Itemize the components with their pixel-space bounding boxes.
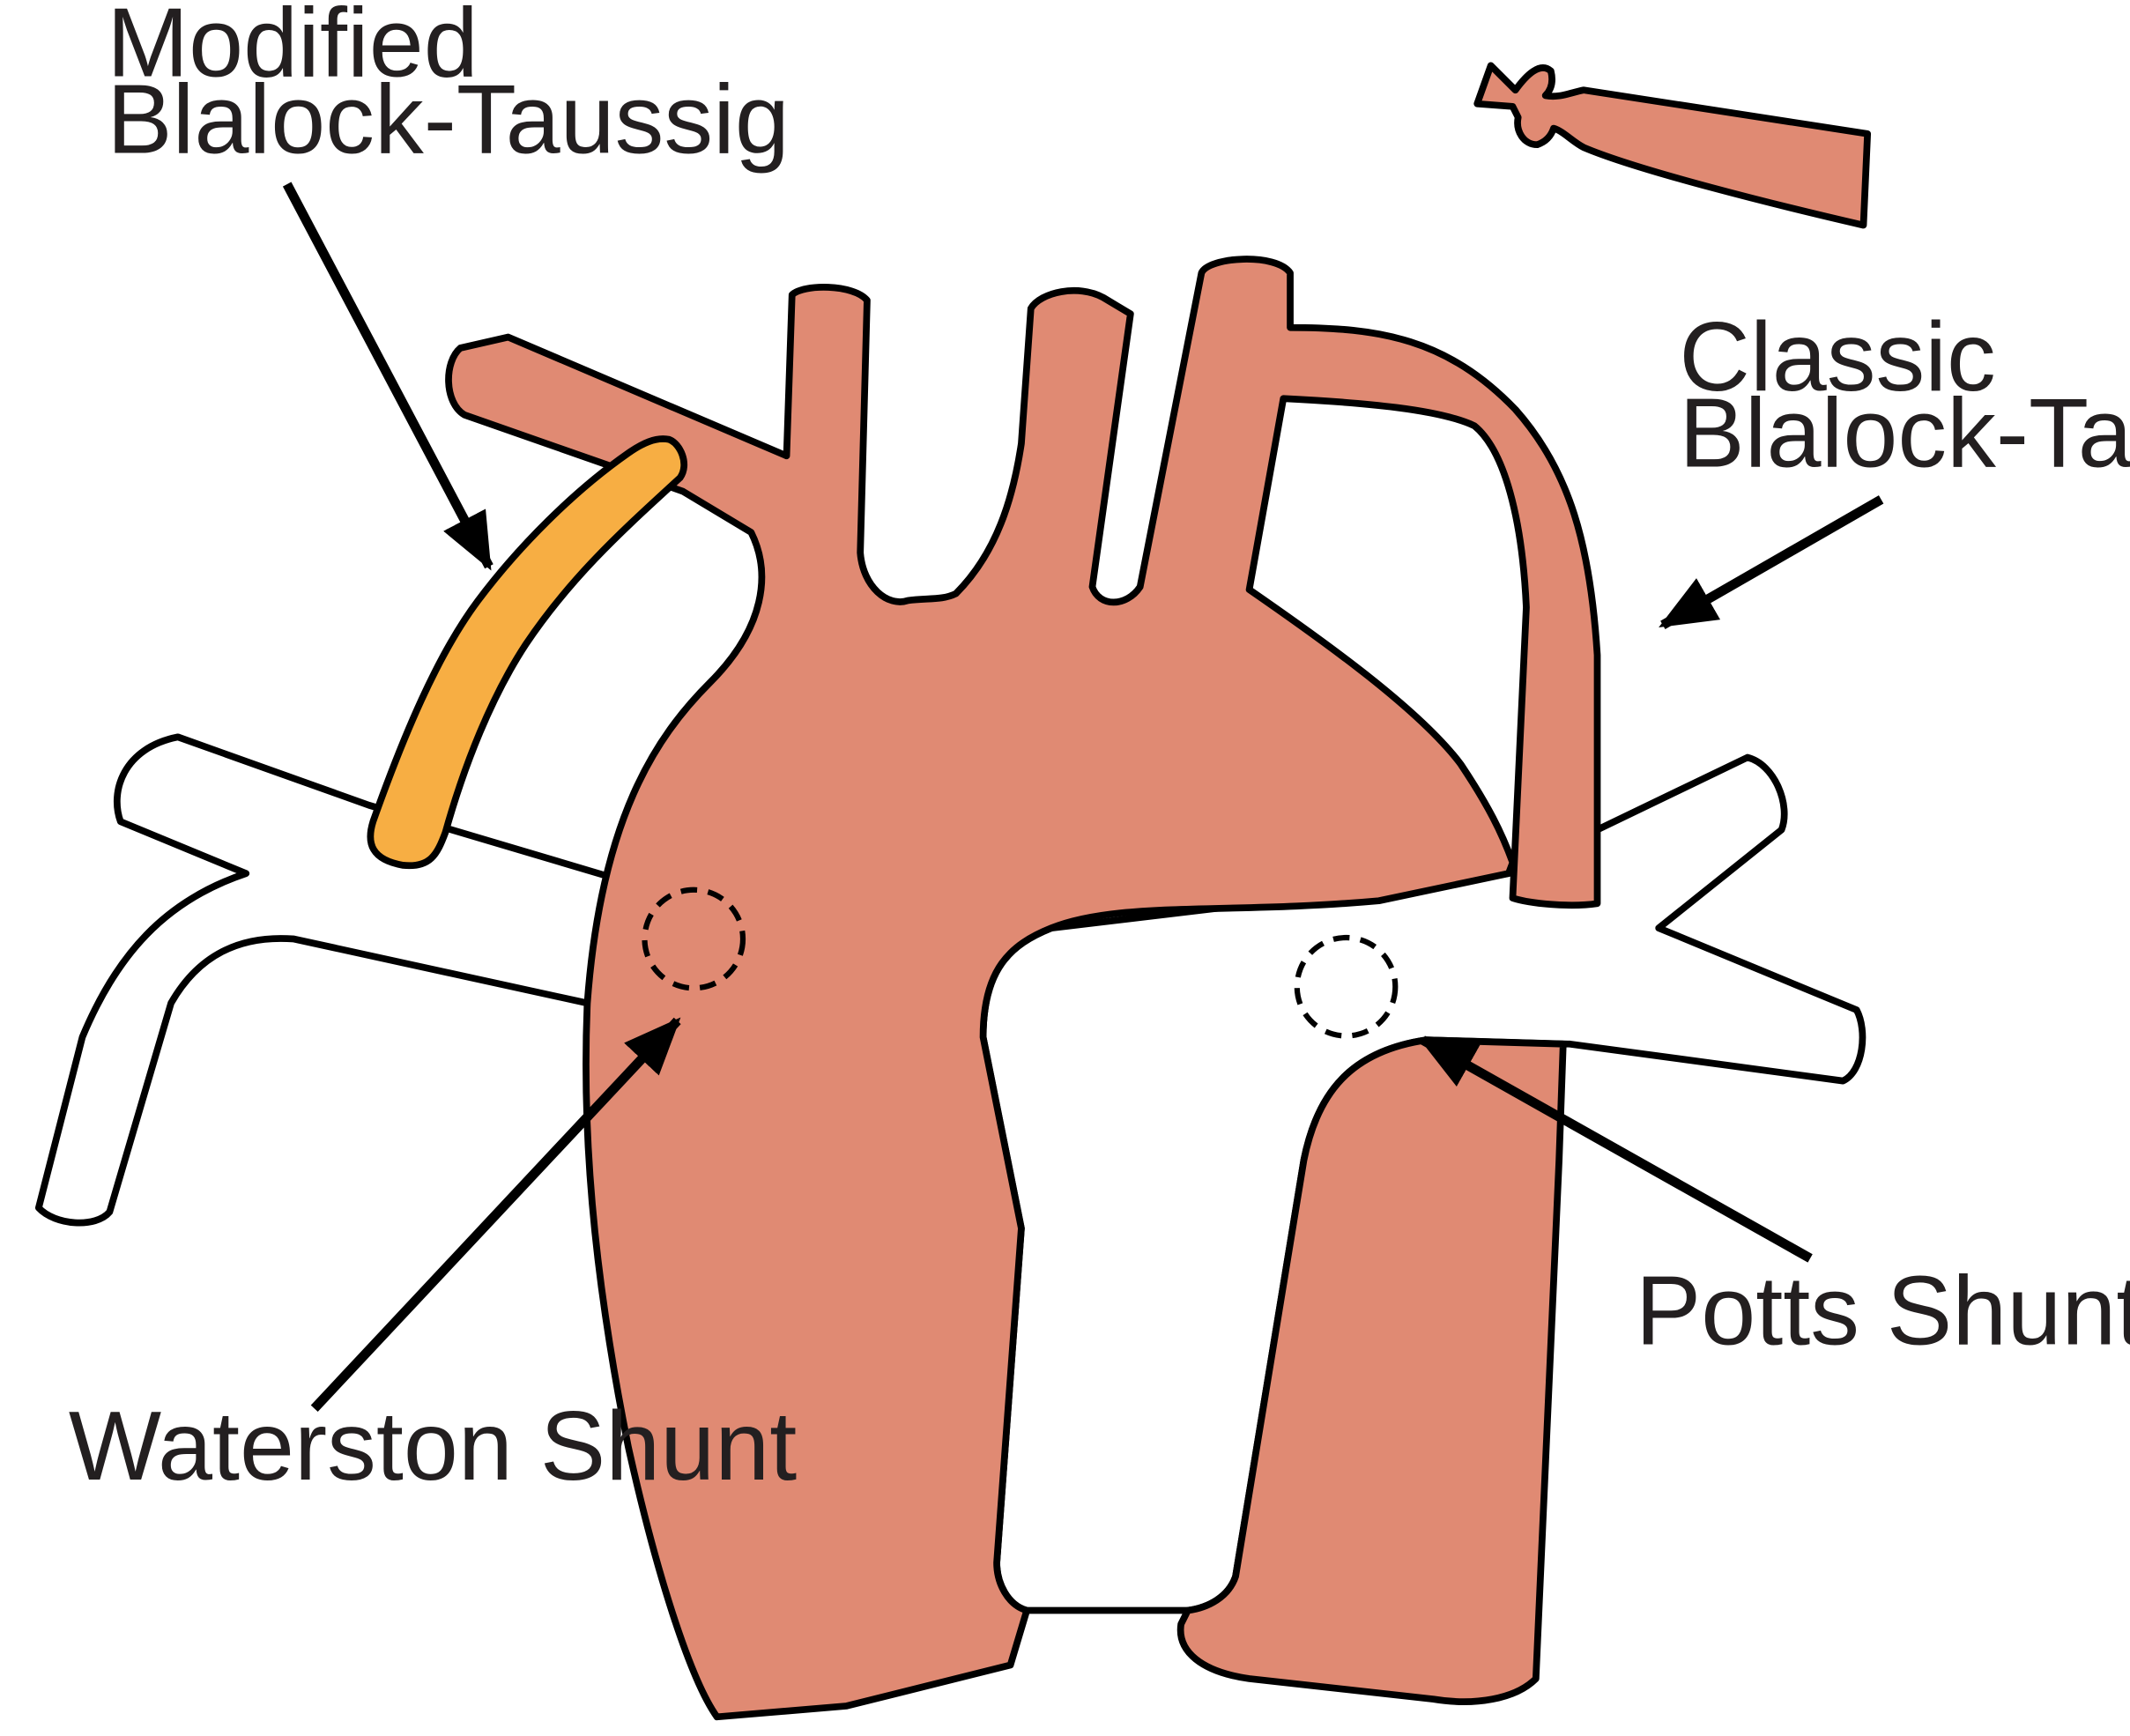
waterston-arrow xyxy=(310,1017,681,1413)
potts-arrow xyxy=(1418,1035,1813,1263)
aorta-arch xyxy=(445,256,1601,1721)
classic-bt-arrow xyxy=(1659,495,1884,630)
potts-shunt-site xyxy=(1294,934,1399,1039)
potts-shunt-label: Potts Shunt xyxy=(1636,1256,2130,1366)
waterston-shunt-site xyxy=(642,887,746,991)
waterston-shunt-label: Waterston Shunt xyxy=(69,1391,797,1501)
modified-bt-label-line2: Blalock-Taussig xyxy=(107,63,790,174)
divided-subclavian-artery xyxy=(1473,62,1872,229)
modified-bt-arrow xyxy=(282,182,494,571)
classic-bt-label-line1: Classic xyxy=(1679,301,1995,412)
classic-bt-label: Classic Blalock-Taussig xyxy=(1679,301,2130,488)
descending-aorta xyxy=(1176,1036,1567,1705)
modified-bt-graft xyxy=(367,435,688,870)
modified-bt-label: Modified Blalock-Taussig xyxy=(107,0,790,174)
modified-bt-label-line1: Modified xyxy=(107,0,478,98)
left-pulmonary-artery xyxy=(34,733,612,1227)
classic-bt-label-line2: Blalock-Taussig xyxy=(1679,378,2130,488)
